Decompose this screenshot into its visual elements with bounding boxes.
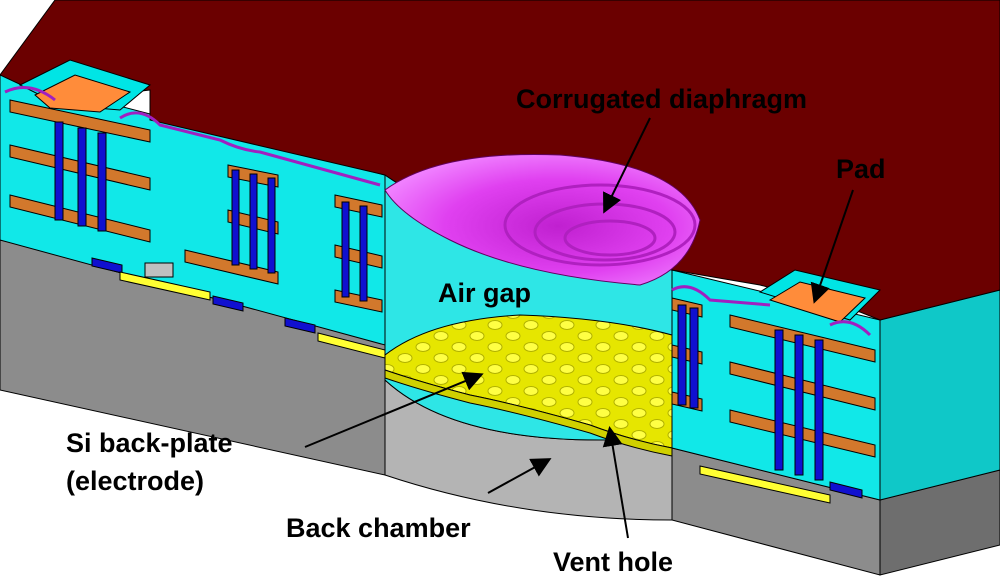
leader-arrows	[304, 117, 854, 539]
bottom-contacts	[91, 257, 863, 504]
vias-left	[54, 121, 368, 302]
passivation-lines	[4, 86, 872, 337]
label-back-chamber: Back chamber	[286, 513, 471, 543]
label-corrugated-diaphragm: Corrugated diaphragm	[516, 84, 807, 114]
label-air-gap: Air gap	[438, 278, 531, 308]
label-electrode: (electrode)	[66, 466, 204, 496]
vias-right	[677, 304, 824, 481]
label-si-backplate: Si back-plate	[66, 428, 233, 458]
label-pad: Pad	[836, 154, 886, 184]
si-backplate	[384, 314, 673, 457]
label-vent-hole: Vent hole	[553, 547, 673, 577]
